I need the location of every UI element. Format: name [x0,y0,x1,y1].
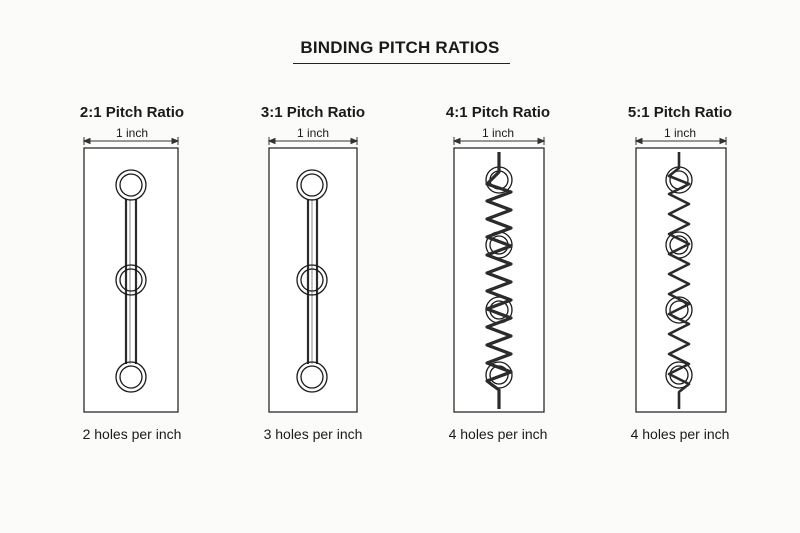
panel-heading: 3:1 Pitch Ratio [260,104,366,121]
panel-caption: 4 holes per inch [448,426,548,442]
dimension-label: 1 inch [42,126,222,146]
binding-card-5-1 [634,137,728,413]
panel-caption: 2 holes per inch [82,426,182,442]
binding-hole [115,361,147,393]
spiral-coil [485,152,513,409]
twin-loop-wire [124,199,138,364]
binding-hole [115,169,147,201]
dimension-arrow [267,137,359,145]
paper-edge [83,147,179,413]
dimension-text: 1 inch [481,126,515,140]
dimension-arrow [634,137,728,145]
binding-hole [296,169,328,201]
binding-card-3-1 [267,137,359,413]
panel-caption: 4 holes per inch [630,426,730,442]
panel-heading: 2:1 Pitch Ratio [79,104,185,121]
dimension-label: 1 inch [223,126,403,146]
binding-hole [115,264,147,296]
twin-loop-wire [306,199,319,364]
binding-hole [296,361,328,393]
dimension-label: 1 inch [590,126,770,146]
panel-2-1: 2:1 Pitch Ratio 1 inch 2 holes per inch [42,104,222,444]
diagram-title: BINDING PITCH RATIOS [300,38,500,57]
panel-caption: 3 holes per inch [263,426,363,442]
panel-4-1: 4:1 Pitch Ratio 1 inch 4 holes per inch [408,104,588,444]
dimension-label: 1 inch [408,126,588,146]
binding-hole [296,264,328,296]
dimension-text: 1 inch [296,126,330,140]
dimension-text: 1 inch [663,126,697,140]
binding-card-4-1 [452,137,546,413]
dimension-text: 1 inch [115,126,149,140]
panel-5-1: 5:1 Pitch Ratio 1 inch 4 holes per inch [590,104,770,444]
paper-edge [268,147,358,413]
title-underline [293,63,510,64]
dimension-arrow [452,137,546,145]
panel-heading: 4:1 Pitch Ratio [445,104,551,121]
panel-heading: 5:1 Pitch Ratio [627,104,733,121]
binding-card-2-1 [82,137,180,413]
spiral-coil [667,152,691,409]
dimension-arrow [82,137,180,145]
panel-3-1: 3:1 Pitch Ratio 1 inch 3 holes per inch [223,104,403,444]
